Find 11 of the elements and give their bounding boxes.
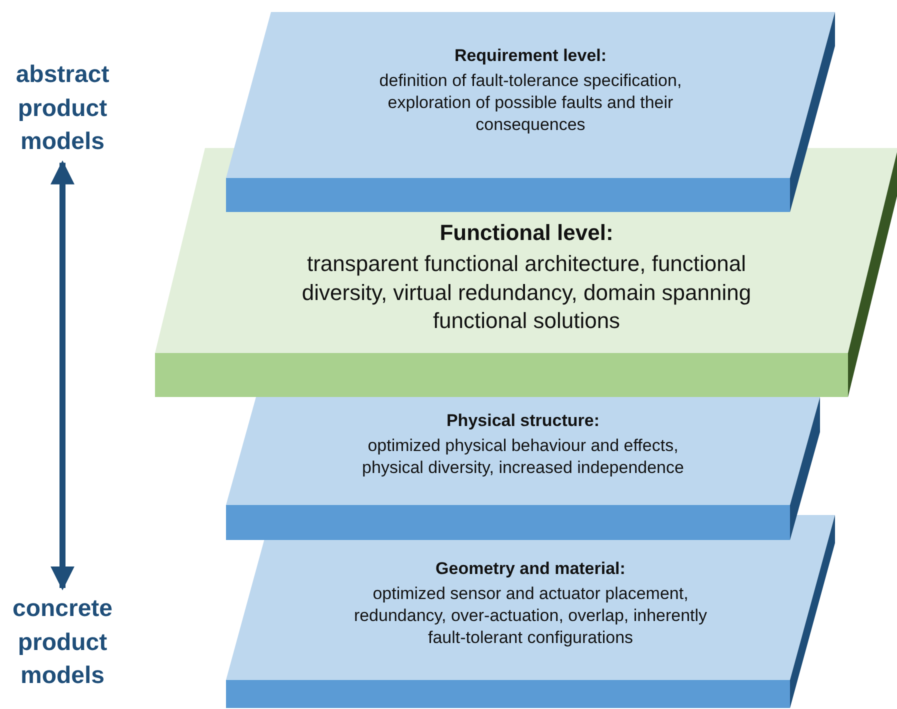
layer-description: transparent functional architecture, functional diversity, virtual redundancy, domain spanning functional solutions — [302, 250, 752, 336]
layer-description: definition of fault-tolerance specification, exploration of possible faults and their consequences — [378, 70, 683, 136]
layer-heading: Physical structure: — [445, 411, 601, 431]
axis-label: abstract product models — [0, 58, 125, 159]
layer-heading: Geometry and material: — [434, 559, 626, 579]
double-arrow — [50, 160, 74, 590]
axis-label: concrete product models — [0, 592, 125, 693]
layer-description: optimized physical behaviour and effects, physical diversity, increased independence — [361, 435, 685, 480]
layer-heading: Requirement level: — [453, 46, 608, 66]
layer-description: optimized sensor and actuator placement, redundancy, over-actuation, overlap, inherently fault-tolerant configurations — [352, 583, 708, 650]
layer-heading: Functional level: — [438, 220, 614, 246]
